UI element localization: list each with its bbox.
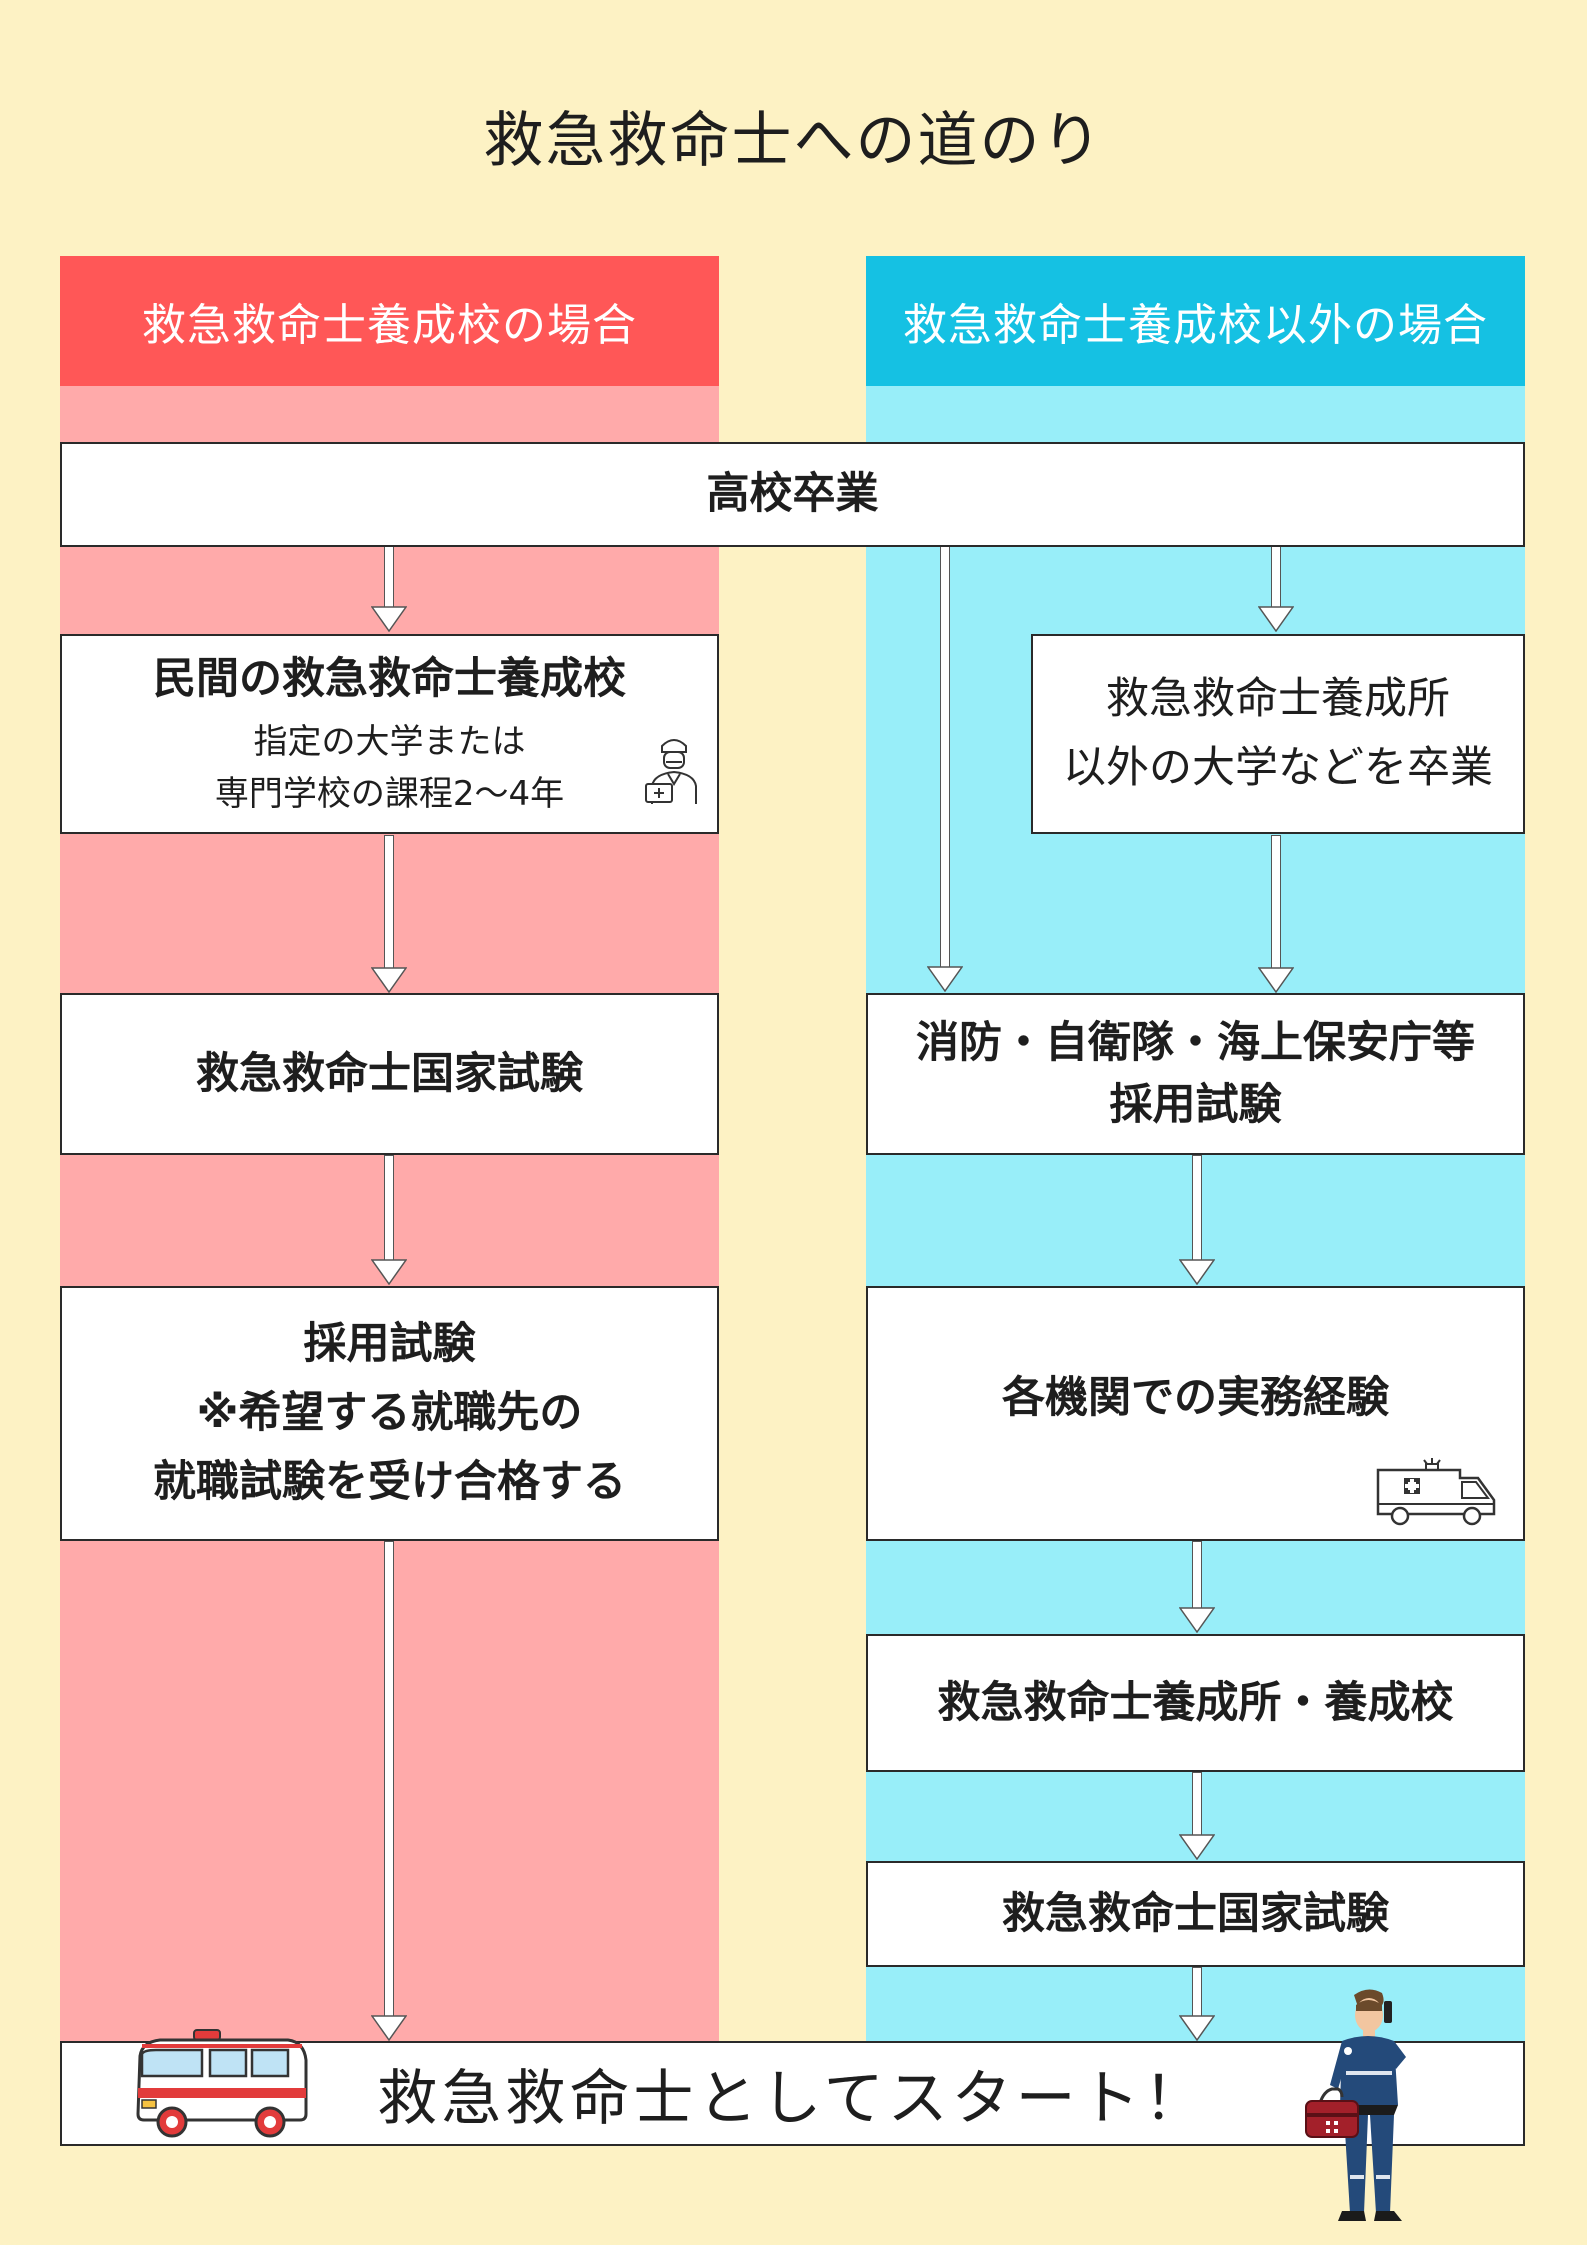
private-school-box: 民間の救急救命士養成校 指定の大学または 専門学校の課程2〜4年 [60,634,719,834]
left-column-header: 救急救命士養成校の場合 [60,256,719,386]
other-university-line2: 以外の大学などを卒業 [1063,743,1493,793]
arrow-down [1179,1541,1215,1633]
paramedic-illustration [1305,1989,1406,2221]
recruit-exam-box: 消防・自衛隊・海上保安庁等 採用試験 [866,993,1525,1155]
recruit-exam-line2: 採用試験 [1109,1080,1282,1130]
arrow-down [371,1155,407,1285]
private-school-desc-line2: 専門学校の課程2〜4年 [214,774,565,815]
private-school-desc-line1: 指定の大学または [253,721,526,762]
private-school-title: 民間の救急救命士養成校 [153,654,626,705]
right-national-exam-box: 救急救命士国家試験 [866,1861,1525,1967]
arrow-down [371,835,407,993]
arrow-down [927,546,963,992]
arrow-down [1179,1967,1215,2041]
high-school-box: 高校卒業 [60,442,1525,547]
right-column-header: 救急救命士養成校以外の場合 [866,256,1525,386]
other-university-line1: 救急救命士養成所 [1106,674,1450,725]
right-national-exam-label: 救急救命士国家試験 [1002,1888,1389,1939]
employment-exam-box: 採用試験 ※希望する就職先の 就職試験を受け合格する [60,1286,719,1541]
recruit-exam-line1: 消防・自衛隊・海上保安庁等 [916,1017,1475,1068]
page-title: 救急救命士への道のり [483,106,1104,176]
high-school-label: 高校卒業 [706,469,879,520]
left-national-exam-box: 救急救命士国家試験 [60,993,719,1155]
arrow-down [1258,835,1294,993]
arrow-down [1258,546,1294,632]
arrow-down [1179,1772,1215,1860]
arrow-down [371,1541,407,2041]
arrow-down [1179,1155,1215,1285]
other-university-box: 救急救命士養成所 以外の大学などを卒業 [1031,634,1525,834]
ambulance-illustration [136,2029,308,2138]
employment-line3: 就職試験を受け合格する [153,1456,626,1507]
training-school-box: 救急救命士養成所・養成校 [866,1634,1525,1772]
start-as-paramedic-label: 救急救命士としてスタート！ [377,2064,1208,2134]
work-experience-box: 各機関での実務経験 [866,1286,1525,1541]
left-national-exam-label: 救急救命士国家試験 [196,1048,583,1099]
arrow-down [371,546,407,632]
employment-line2: ※希望する就職先の [196,1388,583,1439]
training-school-label: 救急救命士養成所・養成校 [937,1677,1454,1728]
employment-line1: 採用試験 [303,1319,476,1370]
ambulance-icon [1376,1458,1496,1526]
doctor-icon [645,739,697,804]
work-experience-label: 各機関での実務経験 [1002,1373,1389,1423]
